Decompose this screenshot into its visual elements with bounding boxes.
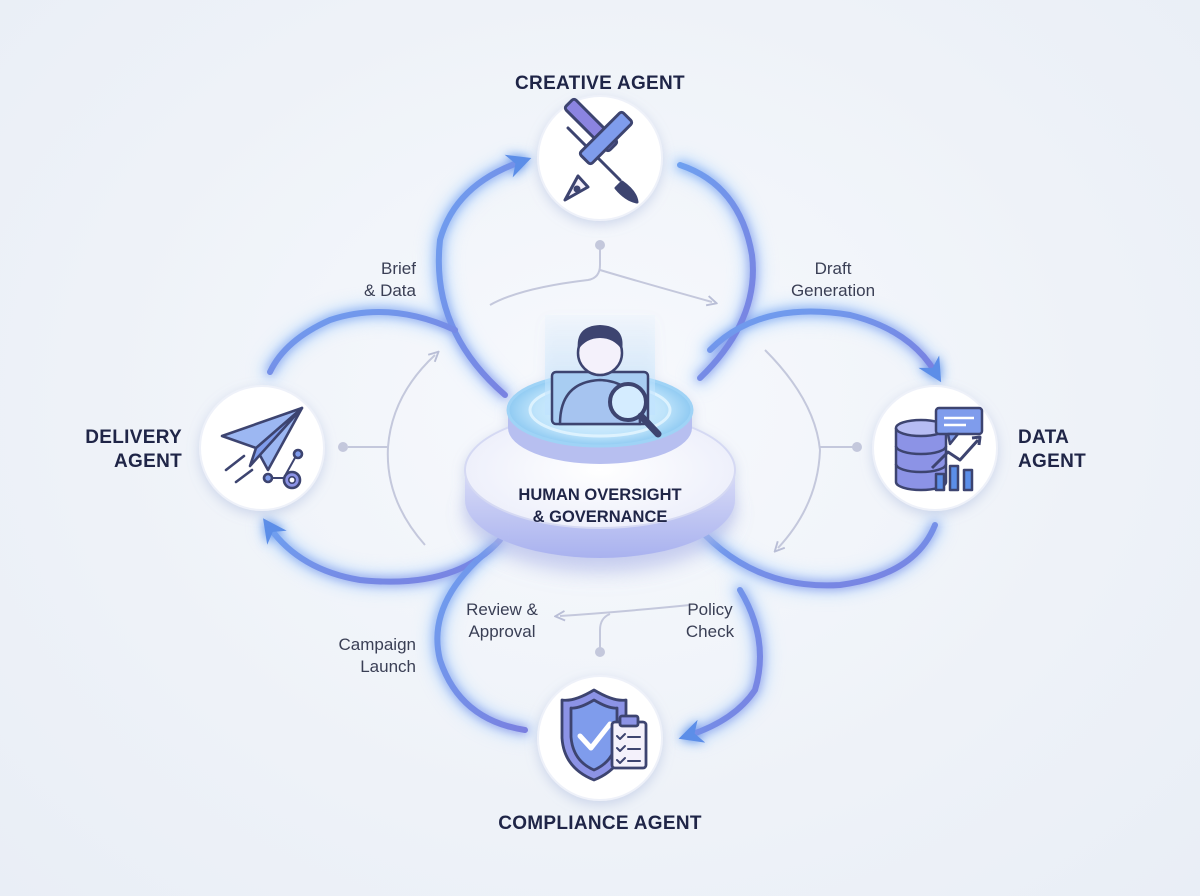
compliance-agent-title: COMPLIANCE AGENT — [498, 813, 702, 834]
arrow-brief-to-creative — [435, 154, 532, 398]
arrow-data-to-hub — [702, 522, 938, 589]
connector-bottom-stem — [599, 613, 611, 650]
pen-and-brush-icon — [563, 97, 639, 204]
inner-connectors — [338, 240, 862, 657]
flow-label-brief-line1: Brief — [381, 259, 416, 278]
delivery-agent-title-line2: AGENT — [114, 451, 182, 472]
flow-label-review: Review & Approval — [448, 599, 556, 643]
arrow-draft-to-data — [707, 308, 942, 383]
hub-title: HUMAN OVERSIGHT & GOVERNANCE — [470, 484, 730, 528]
flow-label-review-line2: Approval — [468, 622, 536, 641]
flow-label-brief: Brief & Data — [318, 258, 416, 302]
hub-title-line2: & GOVERNANCE — [532, 508, 668, 526]
flow-label-campaign-line1: Campaign — [338, 635, 417, 654]
connector-bottom-dot — [595, 647, 605, 657]
flow-label-draft-line2: Generation — [790, 281, 876, 300]
connector-top-dot — [595, 240, 605, 250]
connector-left-dot — [338, 442, 348, 452]
hub-title-line1: HUMAN OVERSIGHT — [518, 486, 682, 504]
data-agent-title: DATA AGENT — [1018, 426, 1108, 474]
creative-agent-title: CREATIVE AGENT — [515, 73, 685, 94]
flow-label-brief-line2: & Data — [364, 281, 416, 300]
flow-label-policy-line2: Check — [685, 622, 735, 641]
flow-label-campaign: Campaign Launch — [310, 634, 417, 678]
flow-label-review-line1: Review & — [466, 600, 538, 619]
connector-right — [764, 349, 822, 548]
flow-label-draft: Draft Generation — [768, 258, 898, 302]
paper-plane-icon — [220, 406, 304, 490]
arrow-policy-to-compliance — [678, 587, 763, 743]
delivery-agent-title-line1: DELIVERY — [85, 427, 182, 448]
connector-bottom — [560, 604, 691, 616]
connector-top — [489, 245, 601, 306]
flow-label-policy-line1: Policy — [687, 600, 733, 619]
delivery-agent-title: DELIVERY AGENT — [70, 426, 182, 474]
flow-arrows — [261, 153, 944, 744]
shield-checklist-icon — [560, 688, 648, 782]
connector-right-dot — [852, 442, 862, 452]
arrow-compliance-to-hub — [434, 542, 528, 733]
flow-label-policy: Policy Check — [668, 599, 752, 643]
data-agent-title-line1: DATA — [1018, 427, 1070, 448]
connector-left — [386, 355, 435, 546]
arrow-creative-to-hub — [677, 162, 756, 381]
data-agent-title-line2: AGENT — [1018, 451, 1086, 472]
flow-label-campaign-line2: Launch — [360, 657, 416, 676]
connector-top-arrow — [599, 269, 712, 302]
flow-label-draft-line1: Draft — [814, 259, 852, 278]
database-chart-icon — [894, 406, 984, 492]
person-magnifier-icon — [550, 325, 662, 438]
arrow-to-delivery-top — [267, 309, 458, 375]
